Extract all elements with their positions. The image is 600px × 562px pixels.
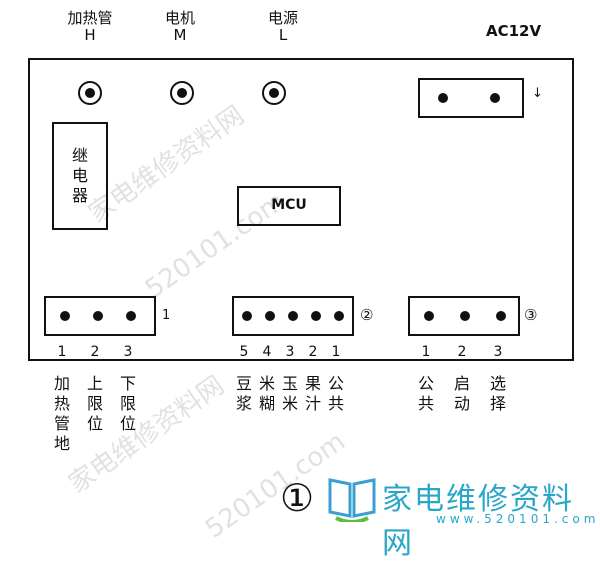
relay-label: 继电器 xyxy=(71,146,88,205)
pin-function: 豆浆 xyxy=(235,374,252,413)
pin-number: 4 xyxy=(262,344,272,360)
pin-function: 玉米 xyxy=(281,374,298,413)
terminal-motor xyxy=(170,81,194,105)
mcu-label: MCU xyxy=(271,197,307,213)
pin-dot xyxy=(242,311,252,321)
connector-1 xyxy=(44,296,156,336)
pin-number: 5 xyxy=(239,344,249,360)
pin-dot xyxy=(60,311,70,321)
pin-number: 3 xyxy=(285,344,295,360)
book-icon xyxy=(328,478,376,522)
power-connector-marker: ↓ xyxy=(532,86,543,101)
pin-function: 加热管地 xyxy=(53,374,70,453)
pin-dot xyxy=(288,311,298,321)
pin-function: 公共 xyxy=(417,374,434,413)
pin-function: 上限位 xyxy=(86,374,103,433)
label-power-code: L xyxy=(278,26,288,44)
label-ac12v: AC12V xyxy=(486,22,542,40)
pin-dot xyxy=(496,311,506,321)
pin-dot xyxy=(265,311,275,321)
pin-number: 2 xyxy=(90,344,100,360)
power-connector xyxy=(418,78,524,118)
pin-dot xyxy=(311,311,321,321)
pin-number: 3 xyxy=(493,344,503,360)
connector-3-marker: ③ xyxy=(524,306,538,324)
label-heater-name: 加热管 xyxy=(67,9,113,27)
pin-function: 公共 xyxy=(327,374,344,413)
figure-number: ① xyxy=(280,476,315,520)
pin-dot xyxy=(490,93,500,103)
label-heater-code: H xyxy=(84,26,96,44)
pin-function: 启动 xyxy=(453,374,470,413)
label-motor: 电机 M xyxy=(155,10,205,44)
pin-dot xyxy=(126,311,136,321)
pin-function: 果汁 xyxy=(304,374,321,413)
connector-1-marker: 1 xyxy=(162,308,171,323)
label-power: 电源 L xyxy=(258,10,308,44)
pin-number: 1 xyxy=(57,344,67,360)
terminal-heater xyxy=(78,81,102,105)
pin-function: 米糊 xyxy=(258,374,275,413)
pin-dot xyxy=(334,311,344,321)
pin-number: 2 xyxy=(457,344,467,360)
logo-url: www.520101.com xyxy=(436,512,600,526)
connector-3 xyxy=(408,296,520,336)
pin-function: 选择 xyxy=(489,374,506,413)
circuit-board: ↓ 继电器 MCU 1 ② ③ xyxy=(28,58,574,361)
pin-dot xyxy=(424,311,434,321)
pin-number: 3 xyxy=(123,344,133,360)
pin-dot xyxy=(460,311,470,321)
pin-function: 下限位 xyxy=(119,374,136,433)
mcu-chip: MCU xyxy=(237,186,341,226)
logo-text: 家电维修资料网 xyxy=(382,482,574,561)
pin-dot xyxy=(93,311,103,321)
pin-number: 1 xyxy=(421,344,431,360)
pin-dot xyxy=(438,93,448,103)
terminal-power xyxy=(262,81,286,105)
connector-2-marker: ② xyxy=(360,306,374,324)
relay: 继电器 xyxy=(52,122,108,230)
connector-2 xyxy=(232,296,354,336)
pin-number: 1 xyxy=(331,344,341,360)
label-power-name: 电源 xyxy=(267,9,298,27)
pin-number: 2 xyxy=(308,344,318,360)
site-logo: 家电维修资料网 www.520101.com xyxy=(326,468,600,561)
label-motor-code: M xyxy=(173,26,187,44)
label-heater: 加热管 H xyxy=(60,10,120,44)
label-motor-name: 电机 xyxy=(164,9,195,27)
